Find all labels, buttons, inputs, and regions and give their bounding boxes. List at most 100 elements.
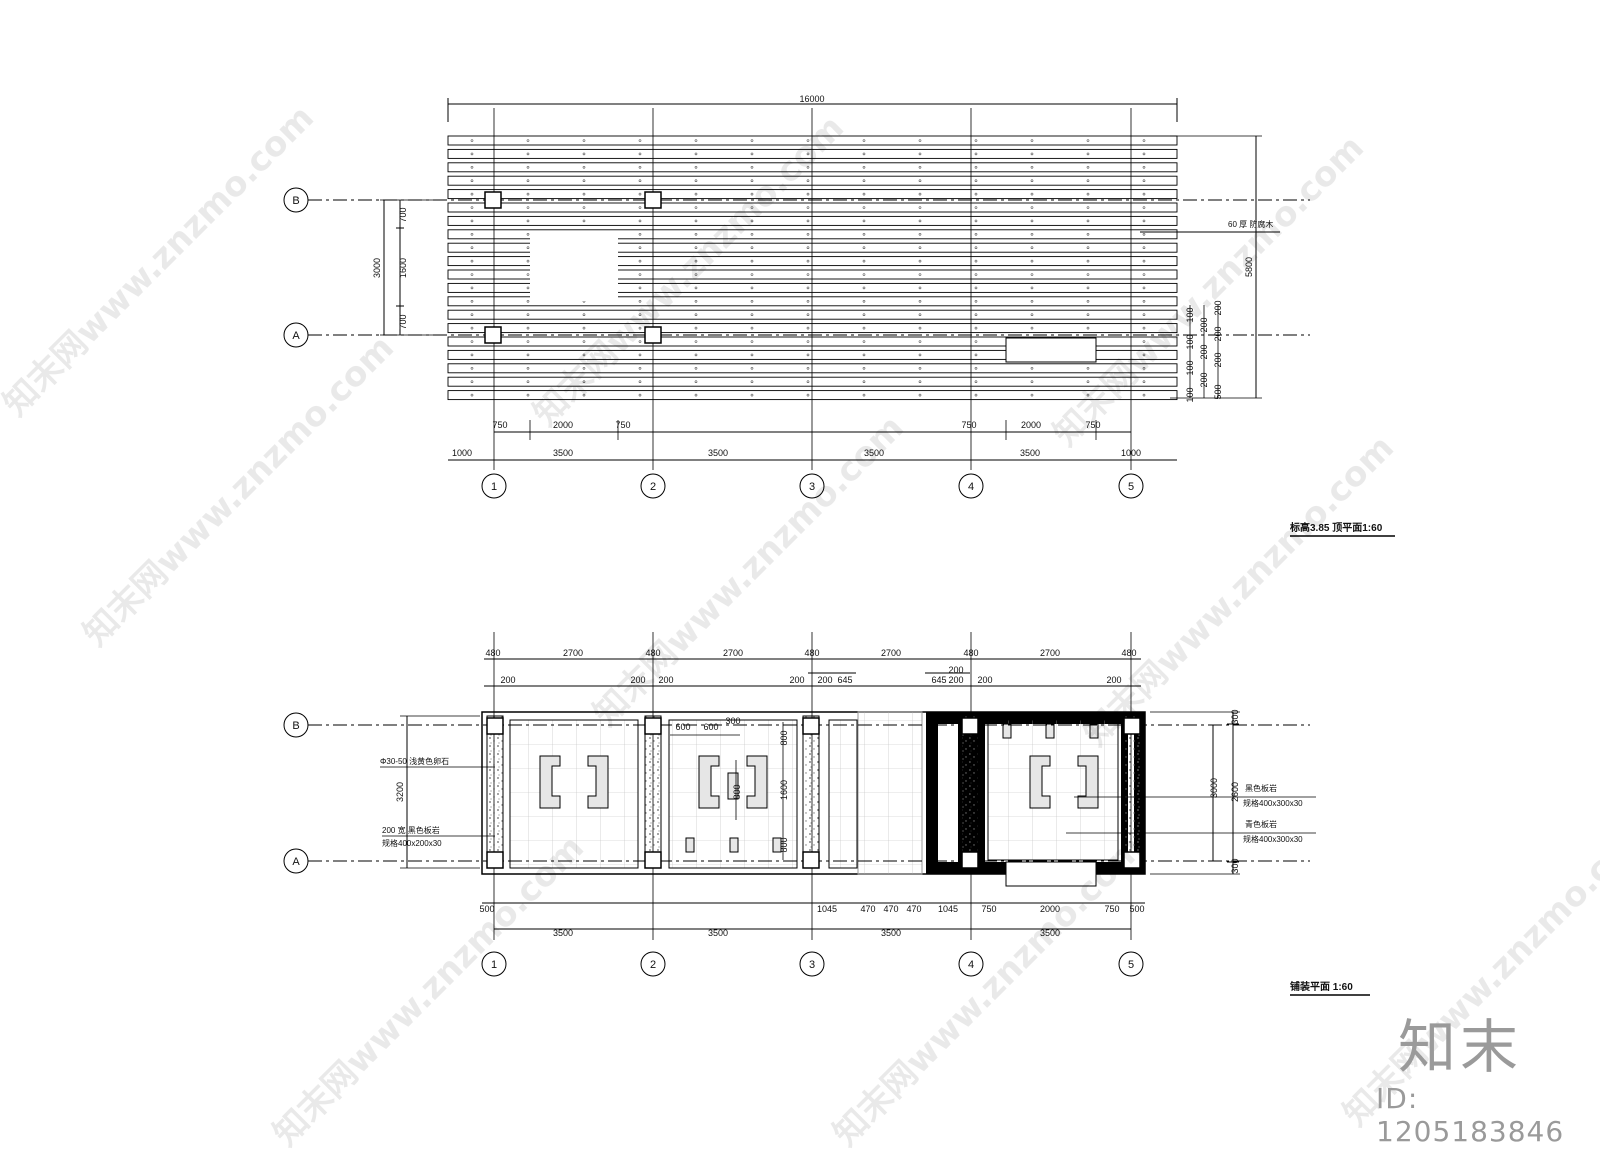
slat-nail xyxy=(806,166,810,169)
slat-nail xyxy=(526,273,530,276)
slat-nail xyxy=(638,259,642,263)
paving-bottom-dim-label: 470 xyxy=(906,904,921,914)
slat-nail xyxy=(862,259,866,263)
paving-col-bubble xyxy=(481,951,507,977)
roof-dim-label: 750 xyxy=(492,420,507,430)
slat-nail xyxy=(526,206,530,209)
brand-logo: 知末 xyxy=(1398,1013,1523,1081)
paving-bottom-dim-label: 750 xyxy=(981,904,996,914)
slat-nail xyxy=(974,179,978,182)
paving-bottom-dim-label: 2000 xyxy=(1040,904,1060,914)
paving-col-bubble xyxy=(799,951,825,977)
paving-top-dim-label: 200 xyxy=(948,665,963,675)
paving-bottom-dim-label: 3500 xyxy=(1040,928,1060,938)
roof-slat xyxy=(447,349,1178,360)
roof-plan-title: 标高3.85 顶平面1:60 xyxy=(1289,521,1383,534)
roof-slat xyxy=(447,202,1178,213)
slat-nail xyxy=(750,340,754,343)
paving-bottom-dim-label: 3500 xyxy=(553,928,573,938)
roof-slat xyxy=(447,376,1178,387)
slat-nail xyxy=(750,259,754,263)
slat-nail xyxy=(1142,340,1146,343)
paving-top-dim-label: 2700 xyxy=(1040,648,1060,658)
paving-bottom-dim-label: 1045 xyxy=(938,904,958,914)
slat-nail xyxy=(1086,286,1090,290)
slat-nail xyxy=(862,166,866,169)
slat-nail xyxy=(974,380,978,384)
slat-nail xyxy=(582,192,586,196)
slat-nail xyxy=(1086,152,1090,156)
slat-nail xyxy=(470,166,474,169)
slat-nail xyxy=(974,233,978,236)
slat-nail xyxy=(526,380,530,384)
slat-nail xyxy=(918,179,922,182)
slat-nail xyxy=(470,233,474,236)
slat-nail xyxy=(750,299,754,303)
slat-nail xyxy=(862,393,866,397)
roof-col-bubble xyxy=(481,473,507,499)
slat-nail xyxy=(582,326,586,330)
roof-slat xyxy=(447,215,1178,226)
roof-dim-label: 750 xyxy=(615,420,630,430)
slat-nail xyxy=(638,326,642,330)
slat-nail xyxy=(470,380,474,384)
roof-side-dim-2: 1600 xyxy=(398,258,408,278)
note-cyan-slate: 青色板岩 xyxy=(1245,819,1277,829)
slat-nail xyxy=(1030,313,1034,317)
paving-top-dim-label: 480 xyxy=(485,648,500,658)
roof-slat xyxy=(447,323,1178,334)
slat-nail xyxy=(1086,246,1090,249)
paving-top-dim-label: 200 xyxy=(658,675,673,685)
slat-nail xyxy=(582,340,586,343)
paving-inner-dim-label: 800 xyxy=(779,837,789,852)
paving-bottom-dim-label: 3500 xyxy=(881,928,901,938)
paving-right-dim-label: 2600 xyxy=(1230,782,1240,802)
roof-dim-label: 1000 xyxy=(452,448,472,458)
roof-column-grid xyxy=(493,108,1132,470)
roof-slat xyxy=(447,148,1178,159)
slat-nail xyxy=(974,152,978,156)
roof-col-bubble xyxy=(1118,473,1144,499)
slat-nail xyxy=(918,286,922,290)
slat-nail xyxy=(862,152,866,156)
paving-inner-dim-label: 800 xyxy=(732,784,742,799)
paving-col-bubble xyxy=(958,951,984,977)
slat-nail xyxy=(862,353,866,357)
slat-nail xyxy=(918,259,922,263)
slat-nail xyxy=(1030,166,1034,169)
slat-nail xyxy=(638,366,642,370)
slat-nail xyxy=(1086,313,1090,317)
roof-span-AB: 3000 xyxy=(372,258,382,278)
roof-col-label: 1 xyxy=(491,481,497,493)
slat-nail xyxy=(470,152,474,156)
paving-bottom-dim-label: 1045 xyxy=(817,904,837,914)
slat-nail xyxy=(1030,219,1034,223)
slat-nail xyxy=(694,286,698,290)
slat-nail xyxy=(694,380,698,384)
slat-nail xyxy=(750,366,754,370)
slat-nail xyxy=(470,340,474,343)
slat-nail xyxy=(974,299,978,303)
slat-nail xyxy=(638,219,642,223)
slat-nail xyxy=(582,219,586,223)
roof-axis-B: B xyxy=(292,195,299,207)
slat-nail xyxy=(470,219,474,223)
slat-nail xyxy=(582,366,586,370)
slat-nail xyxy=(1086,233,1090,236)
paving-top-dim-label: 2700 xyxy=(563,648,583,658)
paving-bottom-dim-label: 470 xyxy=(860,904,875,914)
roof-overall-width: 16000 xyxy=(799,94,824,104)
slat-nail xyxy=(470,192,474,196)
paving-top-dim-label: 200 xyxy=(789,675,804,685)
paving-inner-dim-label: 1600 xyxy=(779,780,789,800)
roof-slat xyxy=(447,282,1178,293)
slat-nail xyxy=(806,179,810,182)
slat-nail xyxy=(470,366,474,370)
asset-id: ID: 1205183846 xyxy=(1376,1082,1565,1148)
slat-nail xyxy=(638,179,642,182)
note-left-spec: 规格400x200x30 xyxy=(382,838,442,848)
slat-nail xyxy=(1030,273,1034,276)
roof-col-bubble xyxy=(799,473,825,499)
paving-bench xyxy=(1005,861,1097,887)
slat-nail xyxy=(526,366,530,370)
